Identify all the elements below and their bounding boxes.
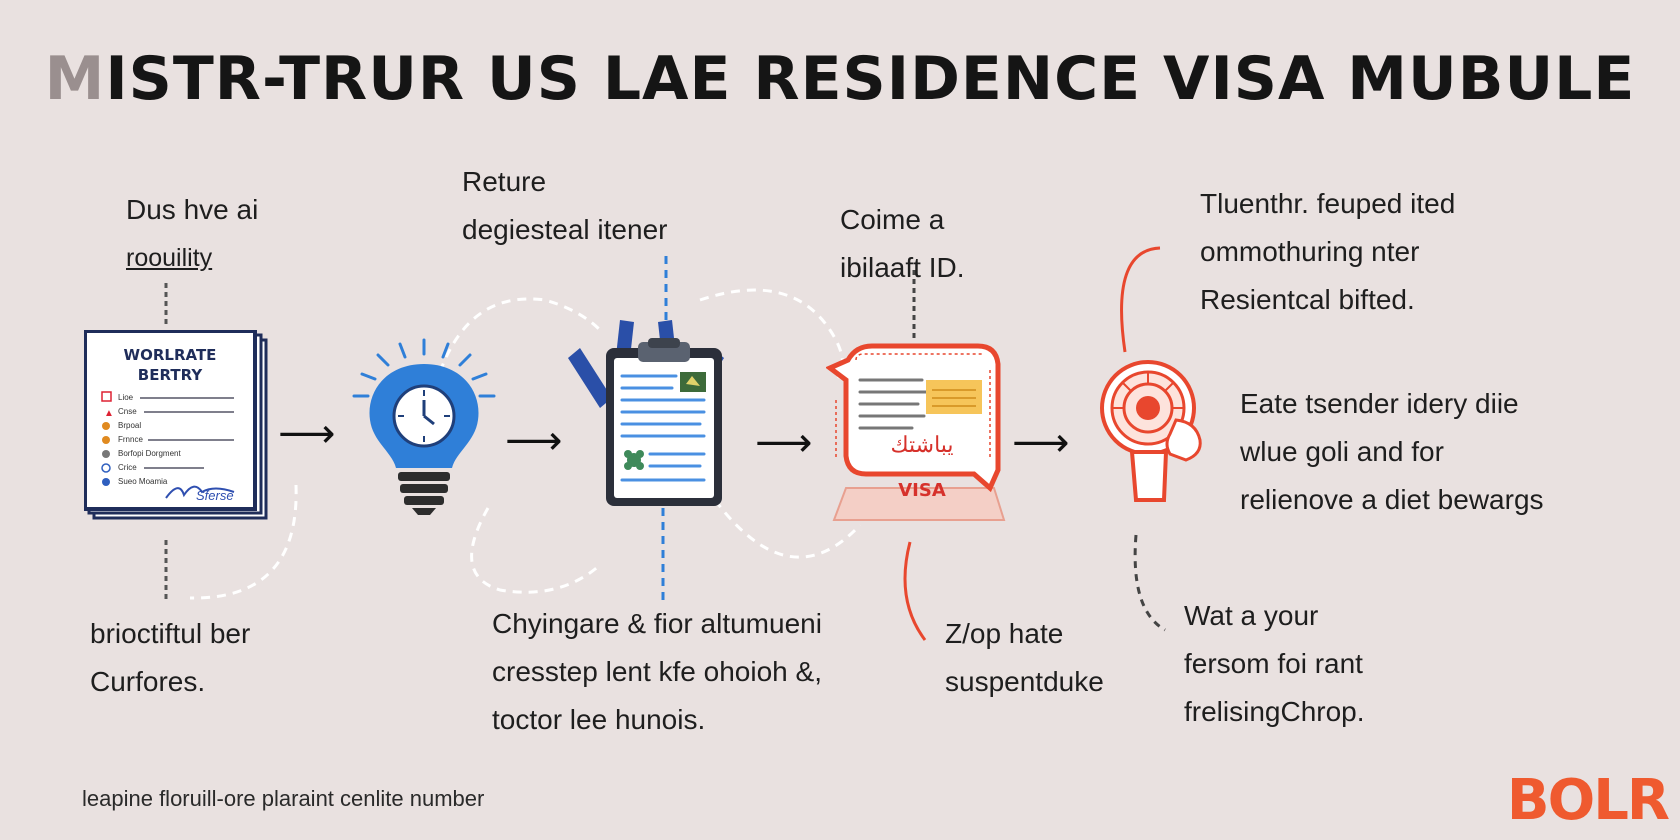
svg-text:Lioe: Lioe (118, 393, 134, 402)
svg-text:Cnse: Cnse (118, 407, 137, 416)
lightbulb-clock-icon (344, 338, 504, 516)
step-1-top-caption: Dus hve ai roouility (126, 186, 258, 282)
svg-text:Borfopi Dorgment: Borfopi Dorgment (118, 449, 181, 458)
step-5-bottom-caption: Wat a your fersom foi rant frelisingChro… (1184, 592, 1365, 736)
svg-text:▲: ▲ (104, 408, 114, 419)
svg-text:Brpoal: Brpoal (118, 421, 141, 430)
step-5-middle-caption: Eate tsender idery diie wlue goli and fo… (1240, 380, 1544, 524)
footer-text: leapine floruill-ore plaraint cenlite nu… (82, 786, 484, 812)
arrow-right-icon: ⟶ (1012, 423, 1069, 463)
svg-text:Sueo Moamia: Sueo Moamia (118, 477, 168, 486)
step-5-top-caption: Tluenthr. feuped ited ommothuring nter R… (1200, 180, 1455, 324)
step-2-top-caption: Reture degiesteal itener (462, 158, 667, 254)
clipboard-icon (560, 318, 732, 508)
document-icon: WORLRATE BERTRY Lioe ▲ Cnse Brpoal Frnnc… (84, 330, 270, 522)
svg-text:BERTRY: BERTRY (138, 366, 204, 384)
svg-text:يباشتك: يباشتك (890, 432, 953, 457)
step-4-bottom-caption: Z/op hate suspentduke (945, 610, 1104, 706)
arrow-right-icon: ⟶ (278, 414, 335, 454)
seal-hand-icon (1096, 350, 1206, 510)
svg-text:WORLRATE: WORLRATE (124, 346, 217, 364)
step-4-top-caption: Coime a ibilaaft ID. (840, 196, 965, 292)
arrow-right-icon: ⟶ (755, 423, 812, 463)
visa-stamp-icon: يباشتك VISA (826, 340, 1016, 524)
step-3-bottom-caption: Chyingare & fior altumueni cresstep lent… (492, 600, 822, 744)
brand-logo: BOLR (1507, 768, 1668, 833)
step-1-bottom-caption: brioctiftul ber Curfores. (90, 610, 250, 706)
svg-text:VISA: VISA (898, 480, 946, 501)
svg-text:Frnnce: Frnnce (118, 435, 143, 444)
svg-text:Sferse: Sferse (196, 488, 234, 503)
svg-text:Crice: Crice (118, 463, 137, 472)
arrow-right-icon: ⟶ (505, 421, 562, 461)
